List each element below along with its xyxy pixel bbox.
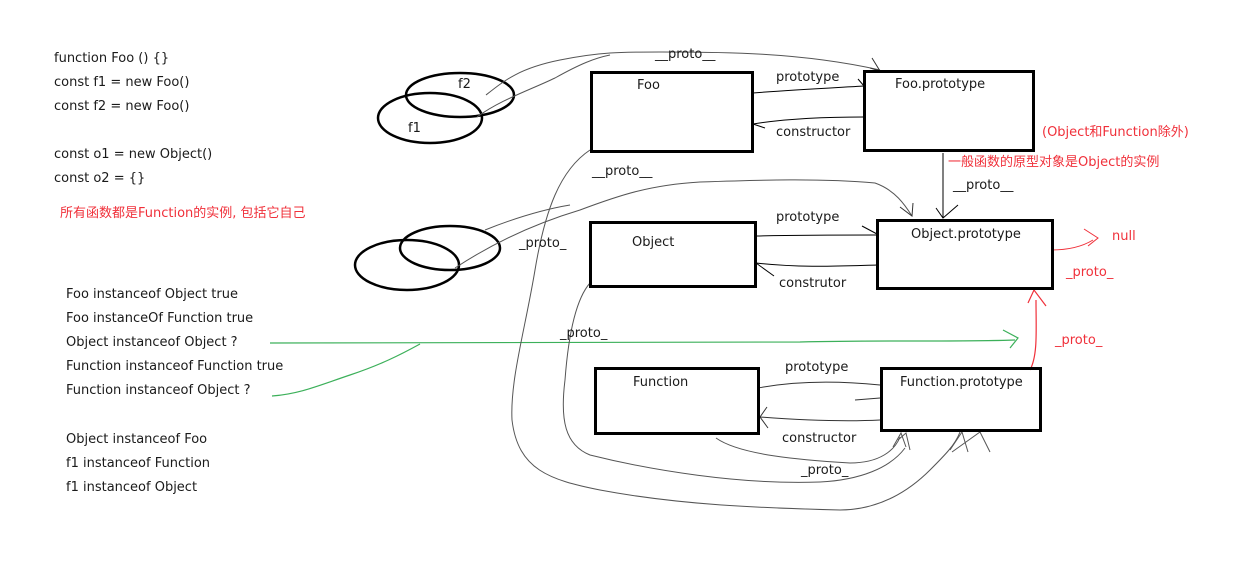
- edge-foo-prototype: [752, 85, 865, 94]
- arrowhead-constructor-object: [755, 262, 775, 277]
- label-proto-o-to-object-prototype: __proto__: [592, 164, 653, 179]
- edge-foo-constructor: [752, 116, 865, 125]
- o2-ellipse: [398, 224, 502, 272]
- arrowhead-foo-prototype-proto: [935, 204, 959, 219]
- label-proto-f-to-foo-prototype: __proto__: [655, 47, 716, 62]
- edge-function-proto-to-function-prototype: [715, 436, 901, 464]
- label-object-construtor: construtor: [779, 276, 847, 291]
- arrowhead-object-prototype-left: [899, 202, 914, 217]
- arrowhead-function-prototype-proto: [1027, 288, 1047, 307]
- label-object-prototype: prototype: [776, 210, 840, 225]
- code-line-foo-declaration: function Foo () {}: [54, 51, 170, 66]
- check-function-instanceof-object: Function instanceof Object ?: [66, 383, 251, 398]
- code-line-o2: const o2 = {}: [54, 171, 146, 186]
- edge-object-proto-to-function-prototype: [562, 282, 906, 483]
- edge-o-proto-to-object-prototype: [454, 179, 913, 269]
- check-function-instanceof-function: Function instanceof Function true: [66, 359, 284, 374]
- arrowhead-function-loop: [892, 431, 907, 448]
- green-line-function-instanceof-object: [271, 343, 421, 397]
- label-proto-foo-prototype: __proto__: [953, 178, 1014, 193]
- code-line-o1: const o1 = new Object(): [54, 147, 213, 162]
- label-foo-constructor: constructor: [776, 125, 851, 140]
- edge-function-constructor: [759, 416, 881, 422]
- exception-note: (Object和Function除外): [1042, 125, 1189, 140]
- arrowhead-constructor-foo: [752, 123, 766, 129]
- label-null: null: [1112, 229, 1136, 244]
- object-prototype-box-label: Object.prototype: [911, 227, 1021, 242]
- label-proto-function-loop: _proto_: [801, 463, 849, 478]
- check-foo-instanceof-function: Foo instanceOf Function true: [66, 311, 254, 326]
- all-functions-note: 所有函数都是Function的实例, 包括它自己: [60, 206, 306, 221]
- edge-f-proto-to-foo-prototype: [476, 51, 881, 118]
- edge-object-prototype-null: [1050, 239, 1094, 251]
- function-prototype-box: Function.prototype: [880, 367, 1042, 432]
- label-foo-prototype: prototype: [776, 70, 840, 85]
- edge-function-prototype-proto: [1029, 299, 1037, 371]
- label-function-prototype: prototype: [785, 360, 849, 375]
- object-prototype-box: Object.prototype: [876, 219, 1054, 290]
- label-function-constructor: constructor: [782, 431, 857, 446]
- code-line-f2: const f2 = new Foo(): [54, 99, 190, 114]
- green-arrowhead: [1002, 329, 1019, 349]
- foo-box: Foo: [590, 71, 754, 153]
- f1-ellipse: [376, 91, 484, 145]
- arrowhead-object-loop: [897, 432, 911, 451]
- instance-label-f2: f2: [458, 77, 471, 92]
- prototype-instance-note: 一般函数的原型对象是Object的实例: [948, 155, 1160, 170]
- function-prototype-box-label: Function.prototype: [900, 375, 1023, 390]
- check-foo-instanceof-object: Foo instanceof Object true: [66, 287, 238, 302]
- arrowhead-null: [1083, 228, 1099, 247]
- edge-object-constructor: [755, 262, 878, 267]
- label-proto-foo-loop: _proto_: [519, 236, 567, 251]
- foo-prototype-box: Foo.prototype: [863, 70, 1035, 152]
- object-box-label: Object: [632, 235, 675, 250]
- label-proto-function-prototype: _proto_: [1055, 333, 1103, 348]
- green-line-object-instanceof-object: [269, 339, 1016, 344]
- function-box: Function: [594, 367, 760, 435]
- edge-object-prototype: [755, 234, 878, 237]
- arrowhead-function-prototype-bottom: [951, 431, 991, 453]
- question-object-instanceof-foo: Object instanceof Foo: [66, 432, 208, 447]
- o1-ellipse: [353, 238, 461, 292]
- instance-label-f1: f1: [408, 121, 421, 136]
- arrowhead-prototype-object: [861, 225, 878, 235]
- arrowhead-foo-loop: [949, 430, 969, 453]
- object-box: Object: [589, 221, 757, 288]
- function-box-label: Function: [633, 375, 689, 390]
- question-f1-instanceof-object: f1 instanceof Object: [66, 480, 198, 495]
- question-f1-instanceof-function: f1 instanceof Function: [66, 456, 211, 471]
- foo-box-label: Foo: [637, 78, 660, 93]
- arrowhead-constructor-function: [759, 406, 769, 429]
- code-line-f1: const f1 = new Foo(): [54, 75, 190, 90]
- label-proto-object-prototype-null: _proto_: [1066, 265, 1114, 280]
- edge-foo-proto-to-function-prototype: [511, 149, 961, 511]
- foo-prototype-box-label: Foo.prototype: [895, 77, 986, 92]
- label-proto-object-loop: _proto_: [560, 326, 608, 341]
- edge-function-prototype: [757, 381, 881, 401]
- check-object-instanceof-object: Object instanceof Object ?: [66, 335, 238, 350]
